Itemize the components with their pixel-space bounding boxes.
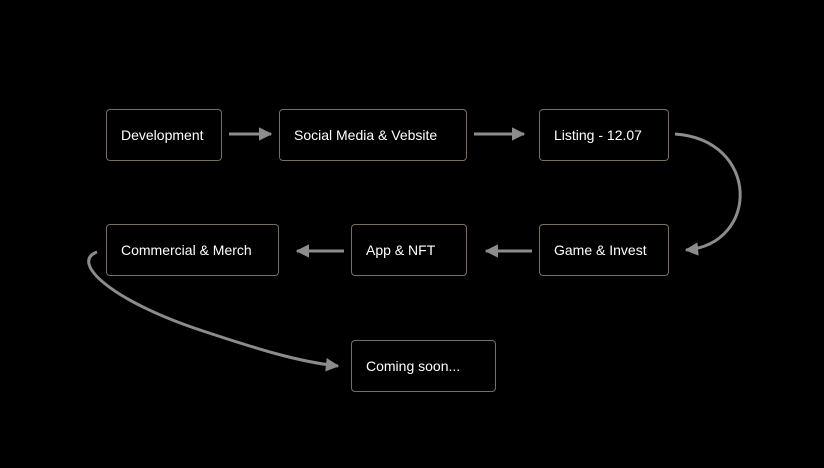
edge-commercial-merch-to-coming-soon	[87, 250, 340, 372]
node-app-nft-label: App & NFT	[366, 242, 436, 258]
node-social-media-website-label: Social Media & Vebsite	[294, 127, 438, 143]
edge-listing-to-game-invest	[674, 132, 742, 256]
node-social-media-website: Social Media & Vebsite	[279, 109, 467, 161]
node-app-nft: App & NFT	[351, 224, 467, 276]
node-coming-soon-label: Coming soon...	[366, 358, 461, 374]
node-game-invest-label: Game & Invest	[554, 242, 647, 258]
node-commercial-merch-label: Commercial & Merch	[121, 242, 252, 258]
node-listing-label: Listing - 12.07	[554, 127, 642, 143]
node-coming-soon: Coming soon...	[351, 340, 496, 392]
node-development-label: Development	[121, 127, 204, 143]
node-development: Development	[106, 109, 222, 161]
node-listing: Listing - 12.07	[539, 109, 669, 161]
node-commercial-merch: Commercial & Merch	[106, 224, 279, 276]
node-game-invest: Game & Invest	[539, 224, 669, 276]
